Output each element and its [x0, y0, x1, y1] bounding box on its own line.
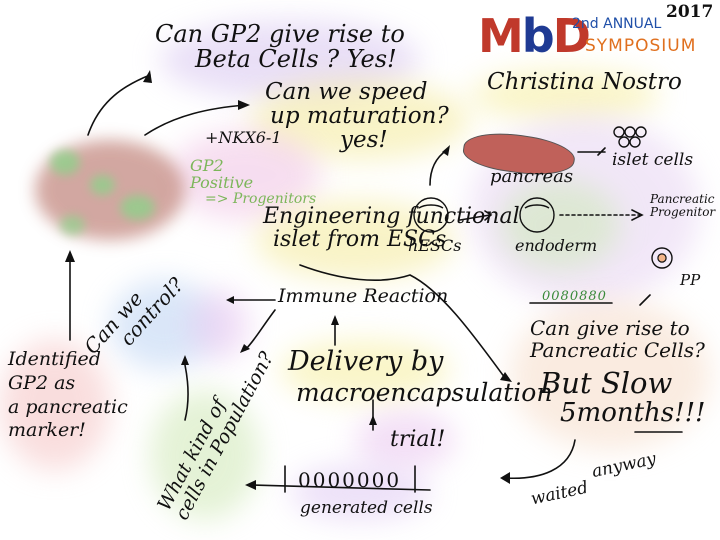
gp2-label-line2: Positive: [190, 172, 254, 192]
logo-letter: D: [552, 9, 591, 63]
hescs-label: hESCs: [408, 236, 462, 255]
center-title-line2: islet from ESCs: [273, 227, 447, 253]
progenitor-line1: Pancreatic: [650, 192, 715, 206]
generated-cells-label: generated cells: [300, 498, 433, 518]
outcome-beads: 0080880: [542, 289, 607, 304]
year-label: 2017: [666, 2, 714, 22]
delivery-line1: Delivery by: [288, 346, 444, 377]
outcome-months: 5months!!!: [560, 398, 706, 428]
logo-mbd: MbD: [478, 9, 591, 63]
identified-line2: GP2 as: [8, 371, 76, 394]
center-title-line1: Engineering functional: [263, 204, 520, 229]
wash-yellow-center: [255, 200, 455, 280]
wash-peach-outcome: [510, 300, 710, 450]
speaker-name: Christina Nostro: [487, 69, 682, 95]
wash-yellow-name: [470, 70, 660, 120]
question-maturation: Can we speed up maturation? yes!: [265, 79, 449, 154]
center-title: Engineering functional islet from ESCs: [263, 205, 520, 251]
logo-letter: M: [478, 9, 524, 63]
nkx6-marker: +NKX6-1: [205, 128, 282, 147]
logo-letter: b: [521, 9, 555, 63]
generated-beads: 0000000: [298, 468, 402, 492]
identified-line3: a pancreatic: [8, 395, 128, 418]
question-gp2-beta: Can GP2 give rise to Beta Cells ? Yes!: [155, 20, 405, 74]
logo-text: MbD: [478, 9, 591, 63]
edition-label: 2nd ANNUAL: [572, 16, 662, 32]
cell-cluster-green-3: [90, 175, 115, 195]
cell-cluster-green-2: [120, 195, 155, 220]
wash-green-diagram: [500, 180, 620, 270]
symposium-label: SYMPOSIUM: [585, 36, 697, 56]
identified-gp2: Identified GP2 as a pancreatic marker!: [8, 348, 128, 443]
cell-cluster-green-1: [50, 150, 80, 175]
immune-reaction: Immune Reaction: [278, 285, 449, 307]
outcome-but-slow: But Slow: [540, 366, 673, 400]
delivery-line2: macroencapsulation: [296, 378, 553, 407]
wash-pink-cluster: [170, 130, 320, 220]
wash-yellow-delivery: [280, 340, 450, 400]
endoderm-label: endoderm: [515, 236, 598, 255]
gp2-positive-label: GP2 Positive => Progenitors: [190, 156, 317, 207]
cell-cluster-green-4: [60, 215, 85, 235]
wash-pink-identified: [0, 340, 110, 470]
pp-label: PP: [680, 271, 701, 289]
pancreatic-progenitor-label: Pancreatic Progenitor: [650, 193, 715, 218]
pancreas-label: pancreas: [490, 166, 574, 187]
gp2-label-line3: => Progenitors: [205, 190, 317, 207]
wash-purple-generated: [290, 465, 430, 520]
maturation-line2: up maturation?: [270, 103, 449, 130]
wash-purple-control: [190, 290, 250, 360]
identified-line4: marker!: [8, 419, 86, 442]
outcome-line1: Can give rise to: [530, 316, 690, 340]
trial-label: trial!: [390, 427, 446, 452]
identified-line1: Identified: [8, 348, 101, 370]
wash-green-population: [150, 390, 260, 520]
progenitor-line2: Progenitor: [650, 204, 716, 219]
islet-cells-label: islet cells: [612, 150, 694, 170]
gp2-label-line1: GP2: [190, 156, 224, 175]
question-gp2-line1: Can GP2 give rise to: [155, 20, 405, 48]
outcome-line2: Pancreatic Cells?: [530, 338, 705, 362]
maturation-line1: Can we speed: [265, 79, 428, 105]
question-gp2-line2: Beta Cells ? Yes!: [195, 45, 397, 74]
maturation-line3: yes!: [340, 127, 388, 154]
